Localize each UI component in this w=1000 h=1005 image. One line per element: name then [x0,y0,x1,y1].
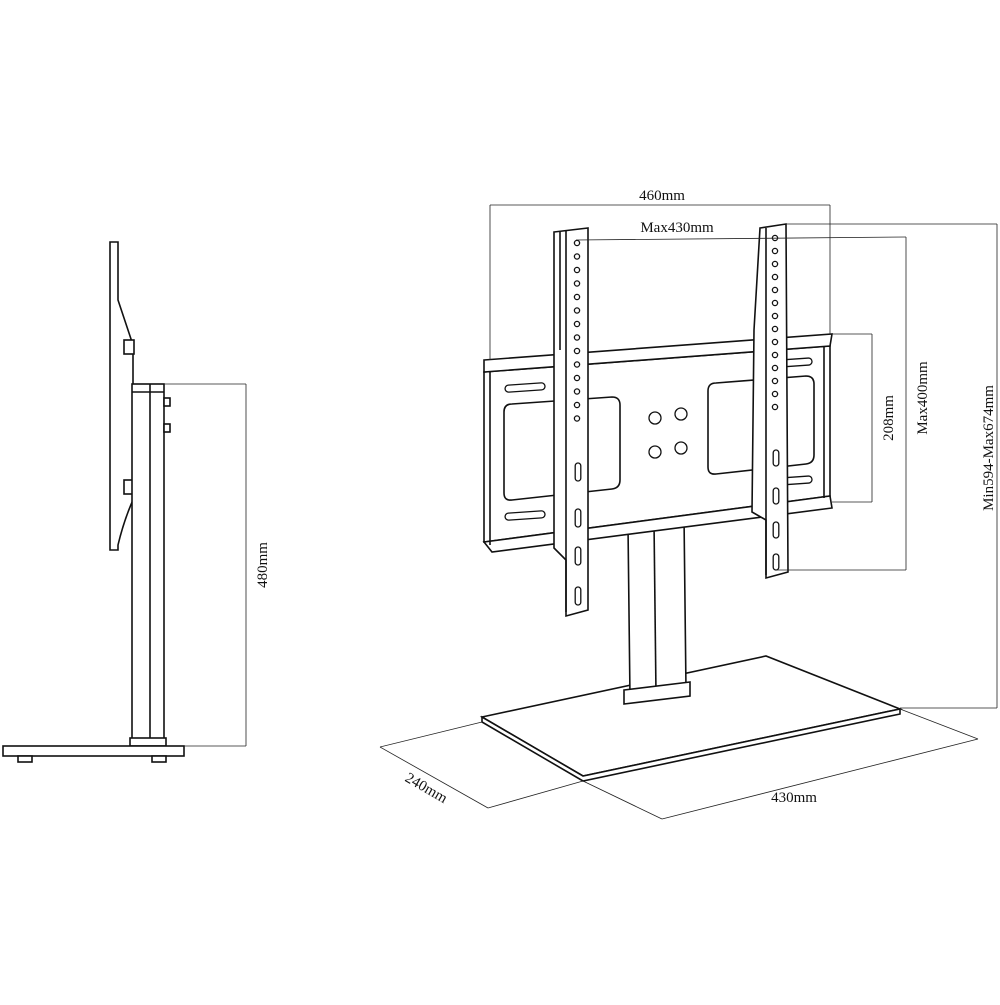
front-column [627,515,687,699]
arm-hole [573,361,581,368]
plate-center-hole [674,441,688,455]
side-bolt-top [163,397,171,407]
plate-slot [504,510,546,521]
arm-hole [771,364,779,372]
dim-side-height-label: 480mm [255,542,271,588]
side-column-collar [129,737,167,747]
arm-hole [573,415,581,422]
arm-holes [573,234,780,606]
dim-430-ext-left [582,780,663,820]
arm-hole [771,247,779,255]
side-base-plate [2,745,185,757]
arm-hole [771,325,779,333]
side-tv-panel [109,241,134,551]
arm-hole [771,351,779,359]
dim-430-ext-right [899,708,979,740]
dim-height-range-label: Min594-Max674mm [981,385,997,511]
arm-hole [771,377,779,385]
arm-hole [573,280,581,287]
arm-hole [573,334,581,341]
arm-hole [771,312,779,320]
dim-total-width-label: 460mm [639,188,685,204]
plate-slot [504,382,546,393]
arm-hole [573,307,581,314]
arm-slot [574,508,582,528]
arm-slot [772,521,780,539]
side-view: 480mm [2,241,271,763]
arm-hole [771,390,779,398]
side-column [131,383,165,745]
arm-hole [573,320,581,328]
dim-400-ext-top [575,236,907,241]
arm-slot [772,487,780,505]
side-foot-left [17,755,33,763]
arm-slot [574,462,582,482]
dim-240-ext-back [379,721,483,748]
side-foot-right [151,755,167,763]
arm-hole [771,338,779,346]
arm-hole [771,286,779,294]
dim-430-line [661,738,979,820]
arm-hole [573,239,581,247]
front-view: 460mm Max430mm 208mm Max400mm Min594-Max… [379,188,998,820]
left-mount-arm [553,227,589,618]
dim-base-depth-label: 240mm [402,770,450,807]
arm-hole [771,403,779,411]
arm-slot [574,586,582,606]
plate-center-hole [674,407,688,421]
arm-hole [573,401,581,409]
arm-hole [771,299,779,307]
arm-hole [573,293,581,301]
front-column-edge [653,521,657,695]
arm-hole [771,260,779,268]
dim-max-hole-spacing-label: Max430mm [640,220,714,236]
front-column-collar [623,681,691,705]
dim-plate-height-label: 208mm [881,395,897,441]
dim-max-vertical-label: Max400mm [915,361,931,435]
dim-240-line [379,746,489,809]
plate-center-hole [648,445,662,459]
arm-slot [574,546,582,566]
arm-hole [573,374,581,382]
side-bolt-bottom [163,423,171,433]
right-mount-arm [751,223,789,580]
plate-center-hole [648,411,662,425]
arm-hole [771,273,779,281]
arm-hole [573,347,581,355]
arm-slot [772,449,780,467]
arm-slot [772,553,780,571]
arm-hole [573,253,581,260]
dim-base-width-label: 430mm [771,790,817,806]
side-bracket-top [123,339,135,355]
dim-240-ext-front [487,780,584,809]
arm-hole [573,266,581,274]
arm-hole [573,388,581,395]
